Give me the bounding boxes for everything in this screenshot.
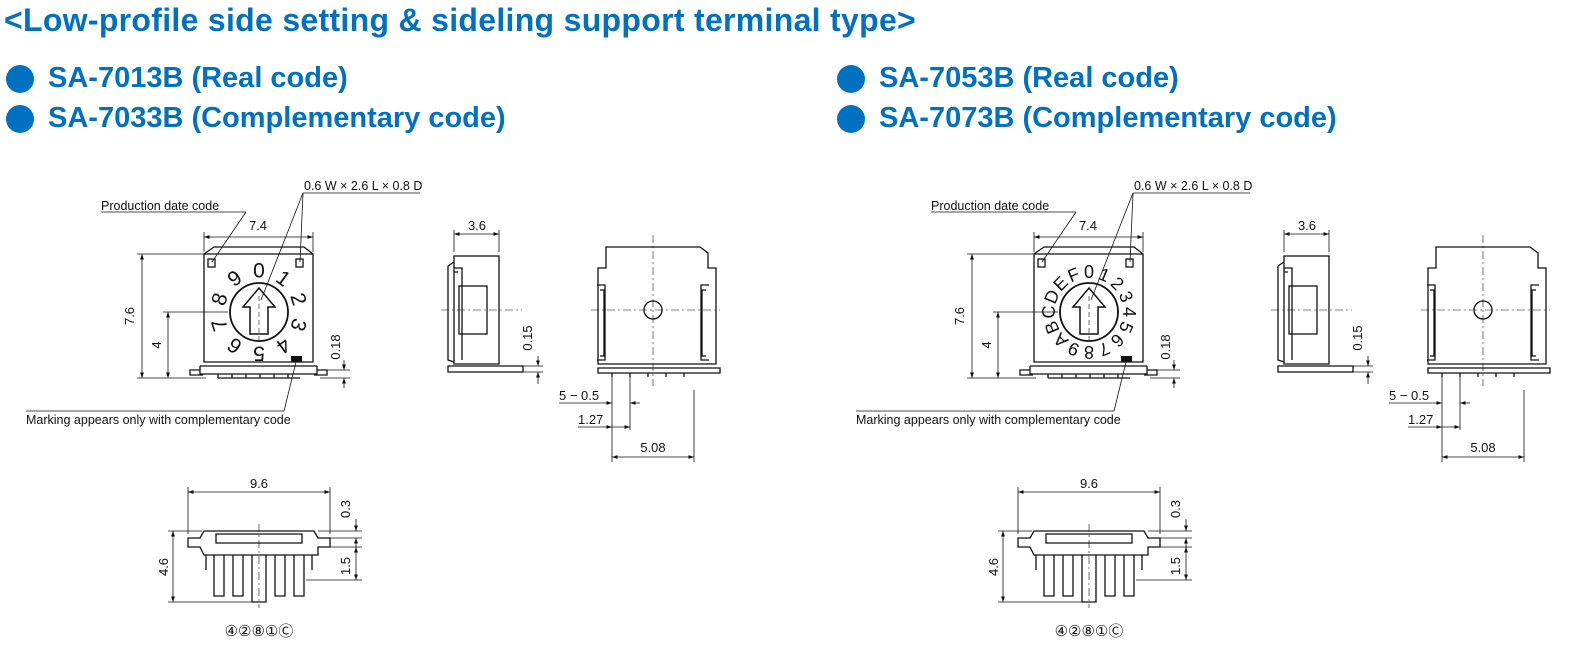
pin-code-label: ④②⑧①Ⓒ	[1055, 623, 1124, 640]
dim-pin-length: 1.5	[338, 557, 353, 575]
model-heading-4: SA-7073B (Complementary code)	[837, 102, 1337, 135]
marking-note: Marking appears only with complementary …	[26, 413, 291, 427]
dim-pitch: 1.27	[578, 412, 603, 427]
dim-standoff-front: 0.18	[1158, 334, 1173, 359]
dim-width-top: 7.4	[1079, 218, 1097, 233]
model-name: SA-7073B (Complementary code)	[879, 102, 1337, 134]
bullet-icon	[6, 104, 34, 133]
pin-code-label: ④②⑧①Ⓒ	[225, 623, 294, 640]
dim-width-bottom: 9.6	[250, 476, 268, 491]
dim-width-bottom: 9.6	[1080, 476, 1098, 491]
dial-label: 5	[253, 342, 265, 365]
marking-note: Marking appears only with complementary …	[856, 413, 1121, 427]
model-name: SA-7053B (Real code)	[879, 62, 1179, 94]
model-name: SA-7033B (Complementary code)	[48, 102, 506, 134]
dial-label: 4	[1119, 307, 1139, 317]
dial-label: 0	[253, 260, 265, 283]
dial-label: 2	[285, 290, 310, 308]
complementary-mark	[291, 356, 302, 362]
model-name: SA-7013B (Real code)	[48, 62, 348, 94]
dim-top-gap: 0.3	[338, 500, 353, 518]
side-view	[1270, 255, 1354, 373]
bullet-icon	[837, 64, 865, 93]
production-date-label: Production date code	[101, 199, 219, 213]
bottom-view	[1017, 523, 1161, 609]
dim-height-inner: 4	[149, 341, 164, 348]
bottom-view	[187, 523, 331, 609]
bullet-icon	[837, 104, 865, 133]
dim-height-bottom: 4.6	[156, 558, 171, 576]
dim-span: 5.08	[640, 440, 665, 455]
dim-standoff-front: 0.18	[328, 334, 343, 359]
dim-height-total: 7.6	[952, 307, 967, 325]
dial-label: 3	[285, 316, 310, 334]
production-date-label: Production date code	[931, 199, 1049, 213]
dim-pitch-count: 5 − 0.5	[1389, 388, 1429, 403]
dim-standoff-side: 0.15	[1350, 325, 1365, 350]
dim-height-inner: 4	[979, 341, 994, 348]
slot-size-label: 0.6 W × 2.6 L × 0.8 D	[1134, 179, 1252, 193]
model-heading-3: SA-7053B (Real code)	[837, 62, 1179, 95]
complementary-mark	[1121, 356, 1132, 362]
dial-label: 0	[1084, 262, 1094, 282]
dim-depth: 3.6	[468, 218, 486, 233]
dim-pin-length: 1.5	[1168, 557, 1183, 575]
bullet-icon	[6, 64, 34, 93]
dial-label: 8	[1084, 342, 1094, 362]
model-heading-2: SA-7033B (Complementary code)	[6, 102, 506, 135]
dim-pitch-count: 5 − 0.5	[559, 388, 599, 403]
side-view	[440, 255, 524, 373]
dim-height-total: 7.6	[122, 307, 137, 325]
rear-view	[590, 234, 721, 387]
dial-label: 8	[207, 290, 232, 308]
dial-label: 7	[1096, 338, 1113, 360]
model-heading-1: SA-7013B (Real code)	[6, 62, 348, 95]
dial-label: 7	[207, 316, 232, 334]
dim-height-bottom: 4.6	[986, 558, 1001, 576]
page-title: <Low-profile side setting & sideling sup…	[4, 2, 917, 38]
dim-width-top: 7.4	[249, 218, 267, 233]
dim-pitch: 1.27	[1408, 412, 1433, 427]
dial-label: C	[1039, 306, 1059, 319]
rear-view	[1420, 234, 1551, 387]
dim-depth: 3.6	[1298, 218, 1316, 233]
slot-size-label: 0.6 W × 2.6 L × 0.8 D	[304, 179, 422, 193]
dim-span: 5.08	[1470, 440, 1495, 455]
dial-label: 3	[1115, 288, 1137, 305]
dim-standoff-side: 0.15	[520, 325, 535, 350]
dim-top-gap: 0.3	[1168, 500, 1183, 518]
